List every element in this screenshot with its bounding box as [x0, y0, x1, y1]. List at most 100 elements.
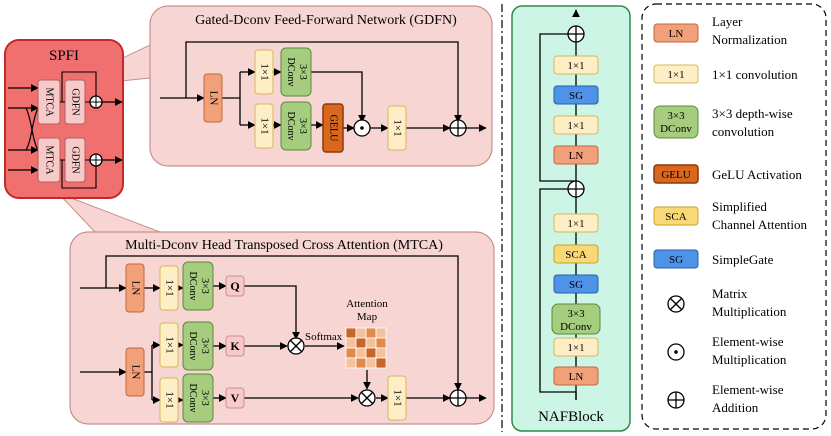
mtca-dconv-k-label1: 3×3: [199, 338, 210, 354]
naf-ln-b-label: LN: [569, 371, 584, 383]
legend-ln-text-1: Layer: [712, 14, 743, 29]
mtca-dconv-q: [182, 261, 214, 311]
legend-dconv-text-2: convolution: [712, 124, 775, 139]
gdfn-conv1-out-label: 1×1: [391, 119, 403, 136]
gdfn-ln-label: LN: [207, 91, 219, 106]
naf-sg-a-label: SG: [569, 90, 583, 102]
gdfn-gelu-label: GELU: [328, 115, 339, 142]
naf-sca-label: SCA: [565, 249, 586, 261]
gdfn-gelu: [322, 103, 344, 153]
legend-add-text-1: Element-wise: [712, 382, 784, 397]
mtca-conv1-k-label: 1×1: [163, 336, 175, 353]
naf-conv1-a-label: 1×1: [567, 60, 584, 72]
naf-conv1-a: [553, 55, 599, 75]
legend-gelu-swatch: [653, 164, 699, 184]
legend-elementwise-mult-text-2: Multiplication: [712, 352, 787, 367]
gdfn-blocks: LN 1×1 1×1 3×3 DConv 3×3 DConv GELU 1×1: [203, 47, 467, 153]
gdfn-dconv-bottom: [280, 101, 312, 151]
attention-map-label-1: Attention: [346, 298, 388, 310]
naf-dconv: [551, 303, 601, 335]
naf-sca: [553, 244, 599, 264]
legend-dconv-text-1: 3×3 depth-wise: [712, 106, 793, 121]
gdfn-dconv-top-label1: 3×3: [297, 64, 308, 80]
legend-gelu-key: GELU: [661, 169, 690, 181]
nafblock-title: NAFBlock: [538, 409, 604, 425]
mtca-graph: [80, 255, 487, 404]
legend-dconv-key-1: 3×3: [667, 110, 685, 122]
gdfn-panel: Gated-Dconv Feed-Forward Network (GDFN): [149, 5, 493, 167]
legend-sg-swatch: [653, 249, 699, 269]
legend-sca-text-1: Simplified: [712, 199, 767, 214]
legend-sca-text-2: Channel Attention: [712, 217, 807, 232]
legend-sca-key: SCA: [665, 211, 686, 223]
mtca-ln-bottom: [125, 347, 145, 397]
legend-elementwise-mult-text-1: Element-wise: [712, 334, 784, 349]
mtca-conv1-q: [159, 265, 179, 311]
naf-ln-a-label: LN: [569, 150, 584, 162]
gdfn-conv1-out: [387, 105, 407, 151]
gdfn-conv1-top: [254, 49, 274, 95]
spfi-title: SPFI: [49, 48, 79, 64]
attention-map-label-2: Map: [357, 311, 378, 323]
attention-map-grid: [345, 327, 387, 369]
naf-conv1-c: [553, 213, 599, 233]
spfi-mtca-label-bottom: MTCA: [44, 146, 55, 176]
naf-ln-b: [553, 366, 599, 386]
softmax-label: Softmax: [305, 331, 343, 343]
gdfn-dconv-top-label2: DConv: [285, 58, 296, 87]
mtca-dconv-v-label2: DConv: [187, 384, 198, 413]
mtca-dconv-v-label1: 3×3: [199, 390, 210, 406]
mtca-ln-bottom-label: LN: [129, 365, 141, 380]
gdfn-ln: [203, 73, 223, 123]
legend: LN Layer Normalization 1×1 1×1 convoluti…: [641, 3, 827, 430]
spfi-block: SPFI MTCA MTCA GDFN GDFN: [4, 39, 124, 199]
gdfn-conv1-bottom: [254, 103, 274, 149]
legend-dconv-key-2: DConv: [660, 123, 692, 135]
mtca-conv1-v-label: 1×1: [163, 391, 175, 408]
gdfn-title: Gated-Dconv Feed-Forward Network (GDFN): [195, 13, 457, 28]
naf-conv1-b: [553, 115, 599, 135]
q-label: Q: [230, 279, 239, 293]
legend-gelu-text: GeLU Activation: [712, 167, 802, 182]
naf-conv1-b-label: 1×1: [567, 120, 584, 132]
spfi-gdfn-label-bottom: GDFN: [70, 146, 81, 173]
mtca-ln-top-label: LN: [129, 281, 141, 296]
mtca-conv1-k: [159, 322, 179, 368]
legend-conv1-text: 1×1 convolution: [712, 67, 798, 82]
naf-conv1-c-label: 1×1: [567, 218, 584, 230]
mtca-conv1-q-label: 1×1: [163, 279, 175, 296]
legend-sca-swatch: [653, 206, 699, 226]
naf-dconv-label2: DConv: [560, 321, 592, 333]
gdfn-conv1-top-label: 1×1: [258, 63, 270, 80]
k-label: K: [230, 339, 240, 353]
naf-sg-b-label: SG: [569, 279, 583, 291]
legend-ln-key: LN: [669, 28, 684, 40]
legend-add-text-2: Addition: [712, 400, 759, 415]
mtca-dconv-k: [182, 321, 214, 371]
legend-conv1-swatch: [653, 64, 699, 84]
mtca-dconv-q-label2: DConv: [187, 272, 198, 301]
naf-sg-b: [553, 274, 599, 294]
mtca-blocks: LN 1×1 3×3 DConv Q LN 1×1 3×3 DConv K 1×…: [125, 261, 467, 423]
legend-sg-text: SimpleGate: [712, 252, 774, 267]
v-label: V: [231, 391, 240, 405]
mtca-conv1-out: [387, 375, 407, 421]
legend-dconv-swatch: [653, 105, 699, 139]
legend-ln-text-2: Normalization: [712, 32, 788, 47]
gdfn-dconv-top: [280, 47, 312, 97]
legend-matmul-text-1: Matrix: [712, 286, 748, 301]
nafblock-blocks: 1×1 SG 1×1 LN 1×1 SCA SG 3×3 DConv 1×1 L…: [551, 25, 601, 386]
legend-matmul-text-2: Multiplication: [712, 304, 787, 319]
gdfn-dconv-bottom-label1: 3×3: [297, 118, 308, 134]
mtca-dconv-v: [182, 373, 214, 423]
mtca-conv1-out-label: 1×1: [391, 389, 403, 406]
gdfn-conv1-bottom-label: 1×1: [258, 117, 270, 134]
spfi-mtca-label-top: MTCA: [44, 88, 55, 118]
mtca-ln-top: [125, 263, 145, 313]
legend-ln-swatch: [653, 23, 699, 43]
mtca-title: Multi-Dconv Head Transposed Cross Attent…: [125, 238, 443, 253]
k-box: [225, 335, 245, 357]
mtca-conv1-v: [159, 377, 179, 423]
naf-ln-a: [553, 145, 599, 165]
